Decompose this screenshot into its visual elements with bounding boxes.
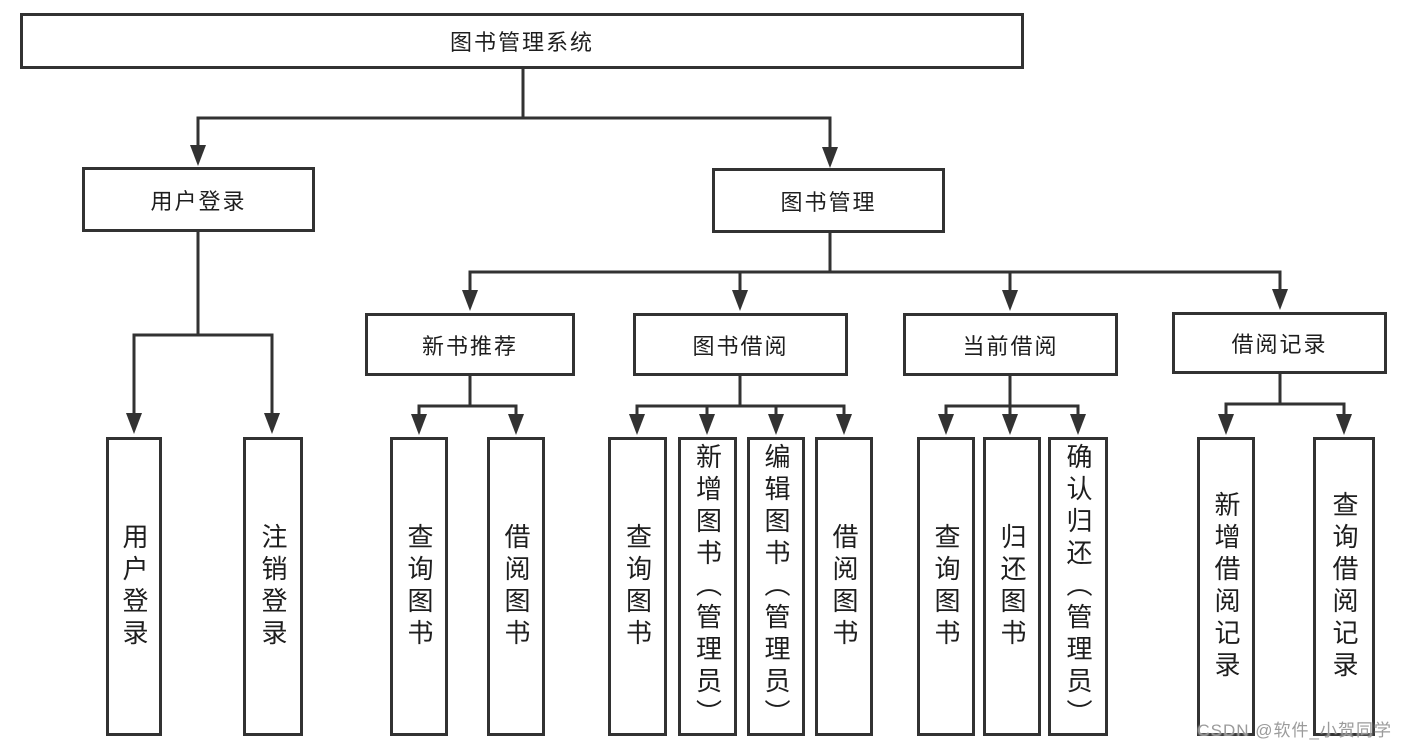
- leaf-label: 用户登录: [119, 522, 149, 651]
- arrowhead: [1272, 289, 1288, 310]
- arrowheads: [126, 145, 1352, 435]
- node-current-borrowing: 当前借阅: [903, 313, 1118, 376]
- leaf-label: 新增图书（管理员）: [692, 442, 723, 731]
- connector-book-management-split: [468, 231, 1282, 295]
- leaf-logout: 注销登录: [243, 437, 303, 736]
- connector-current-borrow-split: [944, 374, 1080, 419]
- leaf-label: 新增借阅记录: [1211, 490, 1241, 683]
- arrowhead: [462, 290, 478, 311]
- leaf-add-books-admin: 新增图书（管理员）: [678, 437, 737, 736]
- leaf-add-borrow-record: 新增借阅记录: [1197, 437, 1255, 736]
- leaf-label: 确认归还（管理员）: [1063, 442, 1093, 731]
- leaf-query-books-current: 查询图书: [917, 437, 975, 736]
- leaf-query-books-borrowing: 查询图书: [608, 437, 667, 736]
- leaf-edit-books-admin: 编辑图书（管理员）: [747, 437, 805, 736]
- node-user-login: 用户登录: [82, 167, 315, 232]
- node-new-book-recommendation: 新书推荐: [365, 313, 575, 376]
- node-book-management: 图书管理: [712, 168, 945, 233]
- leaf-label: 查询图书: [622, 522, 653, 651]
- arrowhead: [1218, 414, 1234, 435]
- connector-book-borrow-split: [635, 374, 846, 419]
- arrowhead: [629, 414, 645, 435]
- leaf-label: 查询图书: [404, 522, 434, 651]
- leaf-confirm-return-admin: 确认归还（管理员）: [1048, 437, 1108, 736]
- leaf-label: 查询图书: [931, 522, 961, 651]
- node-library-management-system: 图书管理系统: [20, 13, 1024, 69]
- leaf-label: 借阅图书: [501, 522, 531, 651]
- leaf-user-login: 用户登录: [106, 437, 162, 736]
- arrowhead: [1002, 414, 1018, 435]
- arrowhead: [938, 414, 954, 435]
- arrowhead: [264, 413, 280, 434]
- arrowhead: [768, 414, 784, 435]
- arrowhead: [126, 413, 142, 434]
- arrowhead: [822, 147, 838, 168]
- arrowhead: [836, 414, 852, 435]
- arrowhead: [190, 145, 206, 166]
- node-book-borrowing: 图书借阅: [633, 313, 848, 376]
- csdn-watermark: CSDN @软件_小贺同学: [1197, 721, 1392, 740]
- arrowhead: [1002, 290, 1018, 311]
- leaf-borrow-books: 借阅图书: [815, 437, 873, 736]
- leaf-return-books: 归还图书: [983, 437, 1041, 736]
- leaf-query-books-recommend: 查询图书: [390, 437, 448, 736]
- leaf-label: 借阅图书: [829, 522, 859, 651]
- leaf-label: 编辑图书（管理员）: [761, 442, 791, 731]
- connector-new-book-split: [417, 374, 518, 419]
- arrowhead: [1070, 414, 1086, 435]
- arrowhead: [411, 414, 427, 435]
- connector-root-split: [196, 67, 832, 152]
- arrowhead: [732, 290, 748, 311]
- leaf-query-borrow-record: 查询借阅记录: [1313, 437, 1375, 736]
- arrowhead: [508, 414, 524, 435]
- leaf-label: 注销登录: [258, 522, 288, 651]
- leaf-label: 归还图书: [997, 522, 1027, 651]
- connector-user-login-split: [132, 230, 274, 418]
- arrowhead: [699, 414, 715, 435]
- arrowhead: [1336, 414, 1352, 435]
- connector-borrow-records-split: [1224, 372, 1346, 419]
- node-borrowing-records: 借阅记录: [1172, 312, 1387, 374]
- leaf-borrow-books-recommend: 借阅图书: [487, 437, 545, 736]
- leaf-label: 查询借阅记录: [1329, 490, 1359, 683]
